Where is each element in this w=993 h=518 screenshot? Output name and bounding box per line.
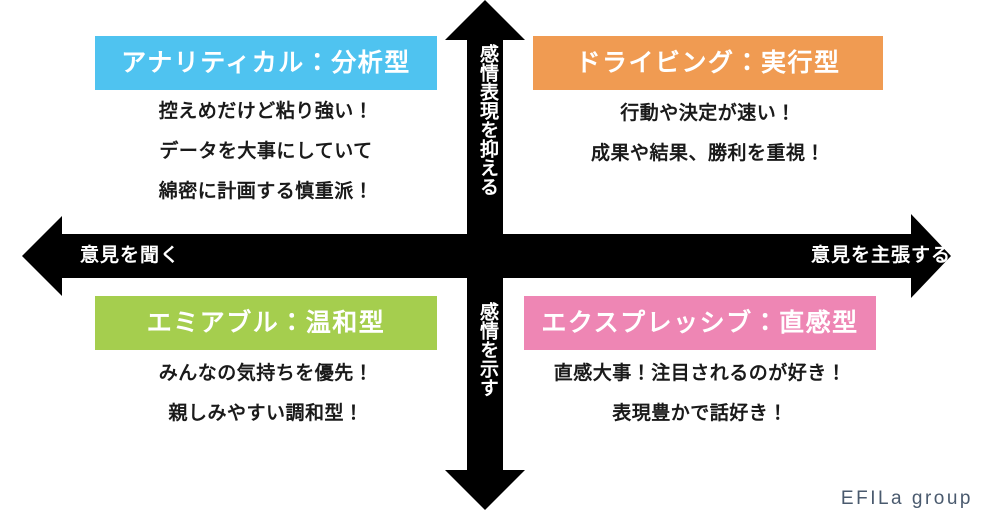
quadrant-driving-traits: 行動や決定が速い！ 成果や結果、勝利を重視！ <box>533 104 883 163</box>
brand-logo: EFILa group <box>840 488 973 509</box>
quadrant-expressive-title: エクスプレッシブ：直感型 <box>524 296 876 350</box>
trait-line: 綿密に計画する慎重派！ <box>158 181 374 202</box>
trait-line: 親しみやすい調和型！ <box>168 403 364 424</box>
quadrant-expressive-traits: 直感大事！注目されるのが好き！ 表現豊かで話好き！ <box>524 364 876 423</box>
quadrant-amiable: エミアブル：温和型 みんなの気持ちを優先！ 親しみやすい調和型！ <box>95 296 437 444</box>
trait-line: 成果や結果、勝利を重視！ <box>590 143 825 164</box>
quadrant-driving: ドライビング：実行型 行動や決定が速い！ 成果や結果、勝利を重視！ <box>533 36 883 184</box>
quadrant-amiable-traits: みんなの気持ちを優先！ 親しみやすい調和型！ <box>95 364 437 423</box>
axis-label-restrain-emotion: 感情表現を抑える <box>477 44 498 196</box>
quadrant-analytical-traits: 控えめだけど粘り強い！ データを大事にしていて 綿密に計画する慎重派！ <box>95 102 437 201</box>
trait-line: データを大事にしていて <box>159 141 373 162</box>
trait-line: 控えめだけど粘り強い！ <box>158 101 374 122</box>
quadrant-analytical: アナリティカル：分析型 控えめだけど粘り強い！ データを大事にしていて 綿密に計… <box>95 36 437 222</box>
axis-label-assert: 意見を主張する <box>810 245 951 266</box>
trait-line: 行動や決定が速い！ <box>620 103 796 124</box>
quadrant-amiable-title: エミアブル：温和型 <box>95 296 437 350</box>
quadrant-expressive: エクスプレッシブ：直感型 直感大事！注目されるのが好き！ 表現豊かで話好き！ <box>524 296 876 444</box>
trait-line: 表現豊かで話好き！ <box>612 403 788 424</box>
axis-label-listen: 意見を聞く <box>80 245 181 266</box>
quadrant-analytical-title: アナリティカル：分析型 <box>95 36 437 90</box>
trait-line: みんなの気持ちを優先！ <box>158 363 374 384</box>
axis-label-show-emotion: 感情を示す <box>477 302 498 397</box>
trait-line: 直感大事！注目されるのが好き！ <box>553 363 847 384</box>
quadrant-driving-title: ドライビング：実行型 <box>533 36 883 90</box>
